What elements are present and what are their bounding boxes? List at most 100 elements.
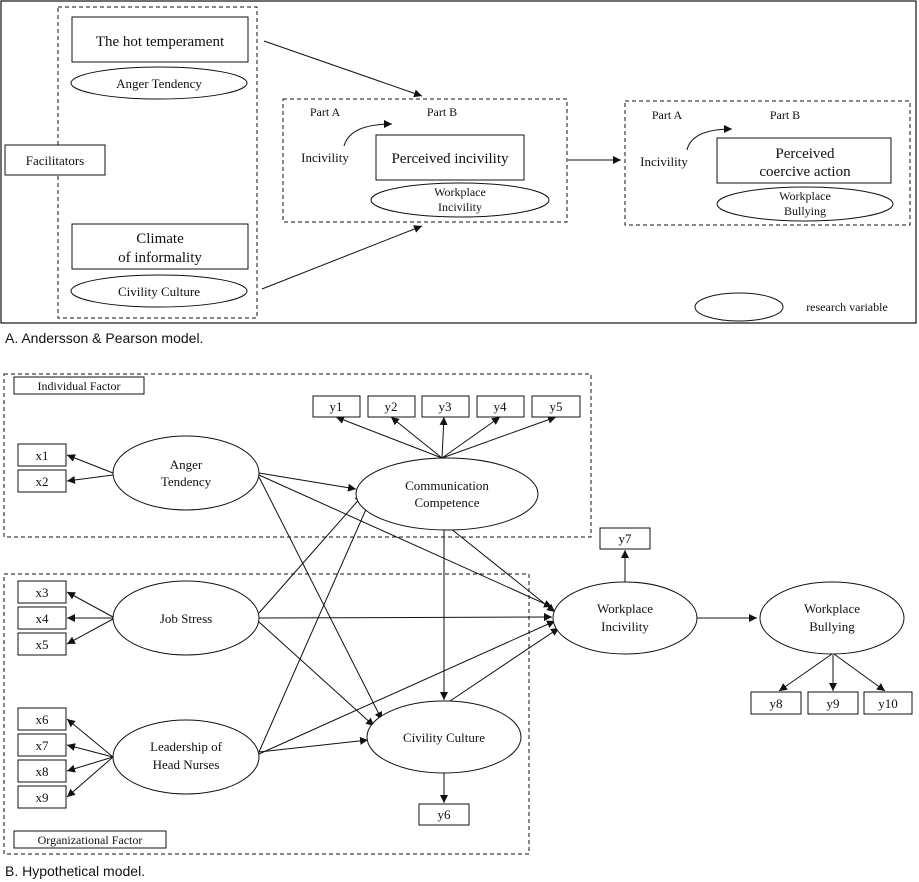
anger-label-2: Tendency <box>161 474 212 489</box>
loading-communication-y1 <box>335 416 443 459</box>
path-anger-to-communication <box>258 472 357 492</box>
loading-leadership-x9 <box>66 756 114 798</box>
leadership-label-2: Head Nurses <box>153 757 220 772</box>
indicator-x6-label: x6 <box>36 712 50 727</box>
indicator-y7-label: y7 <box>619 531 633 546</box>
loading-anger-x2 <box>66 474 114 484</box>
climate-label-2: of informality <box>118 250 202 266</box>
indicator-y1-box <box>312 395 361 418</box>
part-b-label-2: Part B <box>770 108 800 122</box>
leadership-ellipse <box>112 719 260 795</box>
arrow-climate-to-incivility <box>261 225 423 290</box>
loading-bullying-y8 <box>778 653 833 692</box>
climate-box <box>71 223 249 270</box>
part-group-2 <box>624 100 911 226</box>
panel-b <box>3 373 913 855</box>
individual-factor-box <box>13 376 145 395</box>
anger-tendency-ellipse-b <box>112 435 260 511</box>
path-communication-to-incivility <box>449 527 556 613</box>
indicator-y6-label: y6 <box>438 807 452 822</box>
path-anger-to-civility <box>258 476 383 721</box>
indicator-y10-label: y10 <box>878 696 898 711</box>
indicator-y10-box <box>863 691 913 715</box>
civility-culture-ellipse-b <box>366 700 522 774</box>
organizational-factor-label: Organizational Factor <box>38 833 143 847</box>
workplace-bullying-ellipse-b <box>759 581 905 655</box>
facilitators-label: Facilitators <box>26 153 85 168</box>
legend-label: research variable <box>806 300 888 314</box>
individual-factor-group <box>3 373 592 538</box>
indicator-x5-label: x5 <box>36 637 49 652</box>
loading-communication-y3 <box>439 416 448 459</box>
communication-label-2: Competence <box>415 495 480 510</box>
workplace-incivility-label-b-2: Incivility <box>601 619 649 634</box>
loading-leadership-x8 <box>66 756 114 773</box>
indicator-x6-box <box>17 707 67 731</box>
indicator-y6-box <box>418 803 470 826</box>
individual-factor-label: Individual Factor <box>38 379 121 393</box>
path-leadership-to-civility <box>258 736 369 753</box>
indicator-x4-label: x4 <box>36 611 50 626</box>
workplace-incivility-label-a-2: Incivility <box>438 200 482 214</box>
loading-anger-x1 <box>66 454 114 474</box>
indicator-x8-box <box>17 759 67 783</box>
incivility-label-2: Incivility <box>640 154 688 169</box>
civility-culture-ellipse-a <box>70 274 248 308</box>
part-a-label-2: Part A <box>652 108 683 122</box>
indicator-y9-box <box>807 691 859 715</box>
leadership-label-1: Leadership of <box>150 739 223 754</box>
indicator-y1-label: y1 <box>330 399 343 414</box>
organizational-factor-group <box>3 573 530 855</box>
perceived-coercive-box <box>716 137 892 184</box>
organizational-factor-box <box>13 830 167 849</box>
loading-leadership-x7 <box>66 743 114 758</box>
incivility-label-1: Incivility <box>301 150 349 165</box>
part-a-label-1: Part A <box>310 105 341 119</box>
indicator-y7-box <box>599 527 651 550</box>
indicator-y5-box <box>531 395 581 418</box>
workplace-bullying-label-b-2: Bullying <box>809 619 855 634</box>
indicator-y3-box <box>421 395 470 418</box>
indicator-y9-label: y9 <box>827 696 840 711</box>
indicator-x1-label: x1 <box>36 448 49 463</box>
workplace-incivility-ellipse-a <box>370 182 550 218</box>
arrow-temperament-to-incivility <box>263 40 423 98</box>
anger-tendency-ellipse <box>70 66 248 100</box>
path-leadership-to-incivility <box>258 620 556 755</box>
civility-culture-label-b: Civility Culture <box>403 730 485 745</box>
indicator-y3-label: y3 <box>439 399 452 414</box>
workplace-bullying-label-b-1: Workplace <box>804 601 860 616</box>
workplace-bullying-label-a-1: Workplace <box>779 189 831 203</box>
part-b-label-1: Part B <box>427 105 457 119</box>
indicator-x3-box <box>17 580 67 604</box>
legend-ellipse <box>694 292 784 322</box>
path-jobstress-to-incivility <box>258 613 553 622</box>
workplace-bullying-label-a-2: Bullying <box>784 204 826 218</box>
indicator-x3-label: x3 <box>36 585 49 600</box>
indicator-y8-box <box>750 691 802 715</box>
path-jobstress-to-civility <box>258 621 375 727</box>
loading-communication-y2 <box>390 416 443 459</box>
indicator-y8-label: y8 <box>770 696 783 711</box>
job-stress-label: Job Stress <box>160 611 212 626</box>
anger-label-1: Anger <box>170 457 203 472</box>
civility-culture-label-a: Civility Culture <box>118 284 200 299</box>
perceived-coercive-label-2: coercive action <box>759 164 851 180</box>
indicator-x7-label: x7 <box>36 738 50 753</box>
arrow-part-a-to-b-2 <box>686 125 733 151</box>
indicator-y2-box <box>367 395 416 418</box>
panel-a <box>0 0 917 324</box>
indicator-x4-box <box>17 606 67 630</box>
anger-tendency-label: Anger Tendency <box>116 76 202 91</box>
indicator-y4-label: y4 <box>494 399 508 414</box>
indicator-x7-box <box>17 733 67 757</box>
indicator-x9-box <box>17 785 67 809</box>
path-anger-to-incivility <box>258 474 553 608</box>
loading-bullying-y10 <box>833 653 886 692</box>
communication-ellipse <box>355 457 539 531</box>
perceived-incivility-box <box>375 134 525 181</box>
indicator-y4-box <box>476 395 525 418</box>
climate-label-1: Climate <box>136 231 184 247</box>
part-group-1 <box>282 98 568 223</box>
